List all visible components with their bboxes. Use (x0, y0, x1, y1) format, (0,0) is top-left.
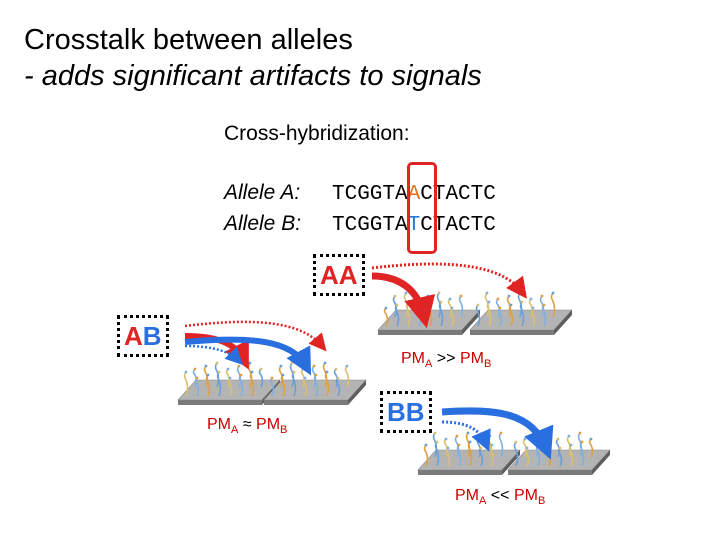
pm-text: PM (513, 487, 538, 504)
pm-subscript-a: A (425, 358, 433, 371)
pm-text: PM (459, 350, 484, 367)
snp-highlight-box (407, 162, 437, 254)
aa-microarray-chip (377, 291, 481, 335)
genotype-aa-label: AA (320, 260, 358, 290)
aa-microarray-chip (469, 291, 573, 335)
genotype-ab-letter-a: A (124, 321, 143, 351)
allele-b-seq-prefix: TCGGTA (332, 214, 408, 237)
allele-a-seq-suffix: CTACTC (420, 183, 496, 206)
pm-subscript-a: A (479, 495, 487, 508)
allele-b-sequence: TCGGTATCTACTC (332, 214, 496, 237)
bb-strong-arrow (441, 407, 554, 460)
ab-red-weak-arrow (184, 320, 327, 352)
slide-title: Crosstalk between alleles - adds signifi… (24, 22, 482, 94)
pm-operator: >> (436, 350, 456, 367)
allele-b-seq-suffix: CTACTC (420, 214, 496, 237)
genotype-bb-box: BB (380, 391, 432, 433)
pm-relation-bb: PMA << PMB (455, 487, 545, 507)
allele-b-label: Allele B: (224, 212, 302, 235)
pm-text: PM (207, 416, 231, 433)
cross-hybridization-label: Cross-hybridization: (224, 122, 410, 145)
genotype-ab-letter-b: B (142, 321, 162, 351)
allele-a-snp: A (407, 183, 421, 206)
pm-subscript-b: B (280, 424, 288, 437)
aa-weak-arrow (371, 262, 527, 299)
bb-weak-arrow (441, 420, 491, 452)
bb-microarray-chip (507, 431, 611, 475)
title-line-1: Crosstalk between alleles (24, 24, 353, 56)
genotype-aa-box: AA (313, 254, 365, 296)
pm-subscript-a: A (231, 424, 239, 437)
pm-operator: ≈ (242, 416, 252, 433)
ab-microarray-chip (263, 361, 367, 405)
allele-a-seq-prefix: TCGGTA (332, 183, 408, 206)
pm-relation-ab: PMA ≈ PMB (207, 416, 287, 436)
pm-subscript-b: B (537, 495, 546, 508)
genotype-bb-label: BB (387, 397, 425, 427)
ab-microarray-chip (177, 361, 281, 405)
ab-blue-strong-arrow (184, 336, 312, 376)
title-line-2: - adds significant artifacts to signals (24, 60, 482, 92)
ab-blue-weak-arrow (184, 344, 243, 365)
genotype-ab-box: AB (117, 315, 169, 357)
pm-text: PM (256, 416, 281, 433)
pm-operator: << (490, 487, 510, 504)
allele-b-row: Allele B: TCGGTATCTACTC (224, 212, 496, 237)
pm-relation-aa: PMA >> PMB (401, 350, 491, 370)
allele-a-row: Allele A: TCGGTAACTACTC (224, 181, 496, 206)
pm-text: PM (401, 350, 425, 367)
allele-b-snp: T (407, 214, 421, 237)
allele-a-label: Allele A: (224, 181, 301, 204)
pm-subscript-b: B (483, 358, 492, 371)
bb-microarray-chip (417, 431, 521, 475)
aa-strong-arrow (371, 272, 436, 329)
pm-text: PM (455, 487, 479, 504)
allele-a-sequence: TCGGTAACTACTC (332, 183, 496, 206)
